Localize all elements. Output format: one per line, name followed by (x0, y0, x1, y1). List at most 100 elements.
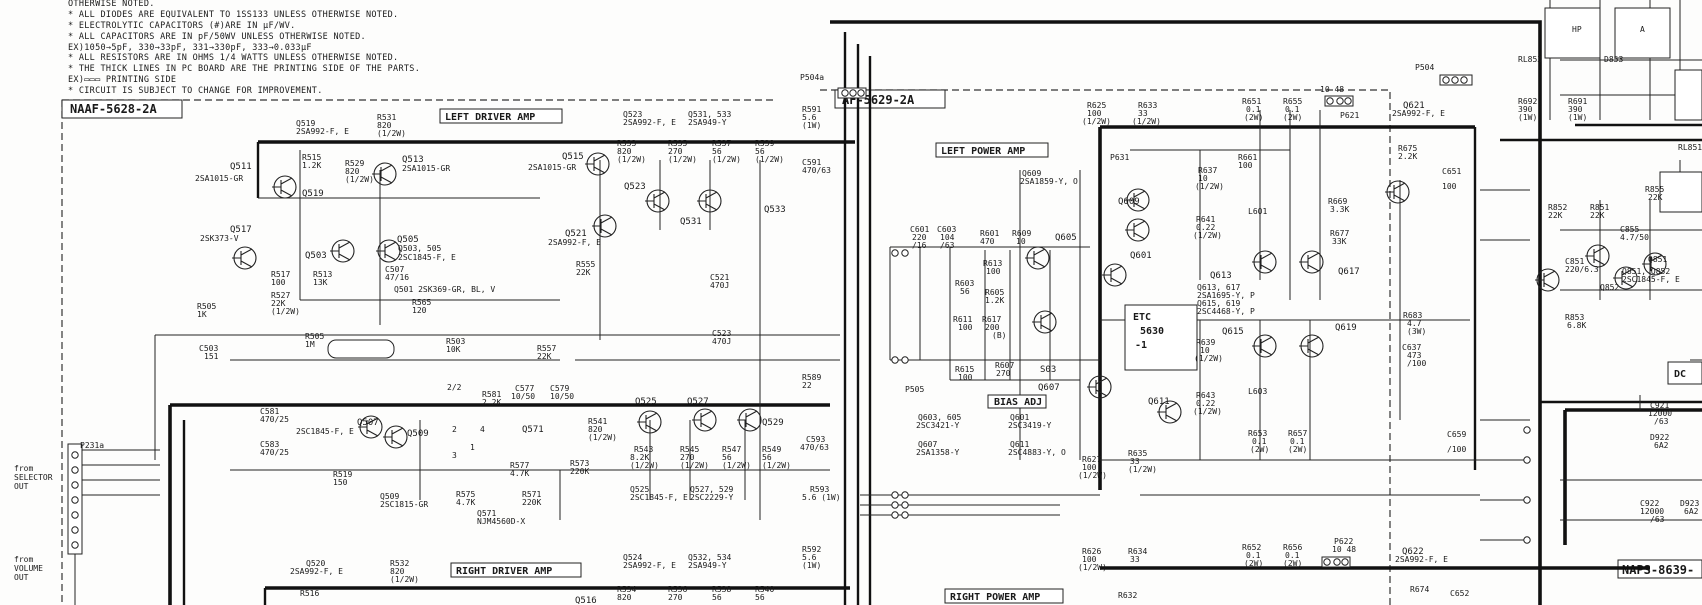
section-left-power: LEFT POWER AMP (941, 146, 1025, 157)
component-label: (2W) (1244, 559, 1263, 568)
component-label: (1W) (802, 561, 821, 570)
transistor-symbol (1025, 246, 1050, 270)
component-label: 2SC1845-F, E (1622, 275, 1680, 284)
component-label: Q611 (1010, 440, 1029, 449)
component-label: 2SA1015-GR (402, 164, 450, 173)
component-label: 22 (802, 381, 812, 390)
terminal-circle (1451, 76, 1459, 84)
component-label: Q531, 533 (688, 110, 732, 119)
transistor-symbol (1585, 244, 1610, 268)
component-label: S03 (1040, 365, 1056, 375)
side-label: VOLUME (14, 564, 43, 573)
component-label: 2/2 (447, 383, 462, 392)
terminal-circle (1336, 97, 1344, 105)
component-label: Q505 (397, 235, 419, 245)
component-label: 2SA949-Y (688, 118, 727, 127)
component-label: 4.7K (510, 469, 529, 478)
side-label: OUT (14, 573, 29, 582)
component-label: (1/2W) (680, 461, 709, 470)
component-label: Q609 (1118, 197, 1140, 207)
transistor-symbol (1385, 180, 1410, 204)
component-label: R513 (313, 270, 332, 279)
terminal-circle (901, 491, 909, 499)
component-label: 820 (345, 167, 360, 176)
transistor-symbol (1125, 188, 1150, 212)
connector-label: P505 (905, 385, 924, 394)
note-line: EX)▭▭▭ PRINTING SIDE (68, 75, 176, 85)
component-label: 10K (446, 345, 461, 354)
terminal-circle (901, 511, 909, 519)
transistor-symbol (1032, 310, 1057, 334)
component-label: R605 (985, 288, 1004, 297)
component-label: R571 (522, 490, 541, 499)
component-label: 270 (680, 453, 695, 462)
component-label: Q513 (402, 155, 424, 165)
component-label: 820 (617, 593, 632, 602)
component-label: R536 (668, 585, 687, 594)
component-label: 100 (1442, 182, 1457, 191)
component-label: R661 (1238, 153, 1257, 162)
component-label: R519 (333, 470, 352, 479)
component-label: 10/50 (550, 392, 574, 401)
component-label: 0.22 (1196, 223, 1215, 232)
component-label: R607 (995, 361, 1014, 370)
component-label: 270 (668, 147, 683, 156)
component-label: 2SC3421-Y (916, 421, 960, 430)
side-label: SELECTOR (14, 473, 53, 482)
section-box (450, 562, 582, 578)
component-label: 100 (1082, 555, 1097, 564)
terminal-circle (891, 511, 899, 519)
component-label: 4.7K (456, 498, 475, 507)
component-label: Q525 (635, 397, 657, 407)
component-label: R516 (300, 589, 319, 598)
component-label: R581 (482, 390, 501, 399)
component-label: R505 (197, 302, 216, 311)
component-label: 10 (1016, 237, 1026, 246)
component-label: Q613 (1210, 271, 1232, 281)
terminal-circle (71, 451, 79, 459)
component-label: R639 (1196, 338, 1215, 347)
component-label: R538 (712, 585, 731, 594)
component-label: Q524 (623, 553, 642, 562)
relay-box (1674, 69, 1702, 121)
component-label: R547 (722, 445, 741, 454)
etc-suffix: -1 (1135, 340, 1147, 351)
terminal-circle (1523, 496, 1531, 504)
component-label: 22K (537, 352, 552, 361)
component-label: (1W) (1568, 113, 1587, 122)
component-label: D923 (1680, 499, 1699, 508)
component-label: RL851 (1678, 143, 1702, 152)
transistor-symbol (1087, 375, 1112, 399)
component-label: 3.3K (1330, 205, 1349, 214)
component-label: R555 (576, 260, 595, 269)
etc-number: 5630 (1140, 326, 1164, 337)
component-label: 10 48 (1320, 85, 1344, 94)
component-label: 6A2 (1684, 507, 1699, 516)
component-label: (1/2W) (345, 175, 374, 184)
component-label: R589 (802, 373, 821, 382)
component-label: 10 (1200, 346, 1210, 355)
section-box (935, 142, 1049, 158)
component-label: 100 (271, 278, 286, 287)
section-box (944, 588, 1064, 604)
component-label: 2SA1695-Y, P (1197, 291, 1255, 300)
terminal-circle (71, 511, 79, 519)
component-label: (1/2W) (617, 155, 646, 164)
component-label: (1/2W) (712, 155, 741, 164)
component-label: D922 (1650, 433, 1669, 442)
component-label: R691 (1568, 97, 1587, 106)
component-label: C583 (260, 440, 279, 449)
component-label: Q503, 505 (398, 244, 442, 253)
component-label: 2SC1845-F, E (398, 253, 456, 262)
terminal-circle (71, 496, 79, 504)
component-label: C523 (712, 329, 731, 338)
section-boxes: LEFT DRIVER AMP LEFT POWER AMP RIGHT DRI… (327, 7, 1702, 604)
board-name-right-bottom: NAPS-8639- (1622, 563, 1694, 577)
component-label: C593 (806, 435, 825, 444)
component-label: 470J (710, 281, 729, 290)
component-label: 220K (570, 467, 589, 476)
component-label: Q501 2SK369-GR, BL, V (394, 285, 495, 294)
component-label: Q613, 617 (1197, 283, 1241, 292)
component-label: 6.8K (1567, 321, 1586, 330)
relay-box (1659, 171, 1702, 213)
